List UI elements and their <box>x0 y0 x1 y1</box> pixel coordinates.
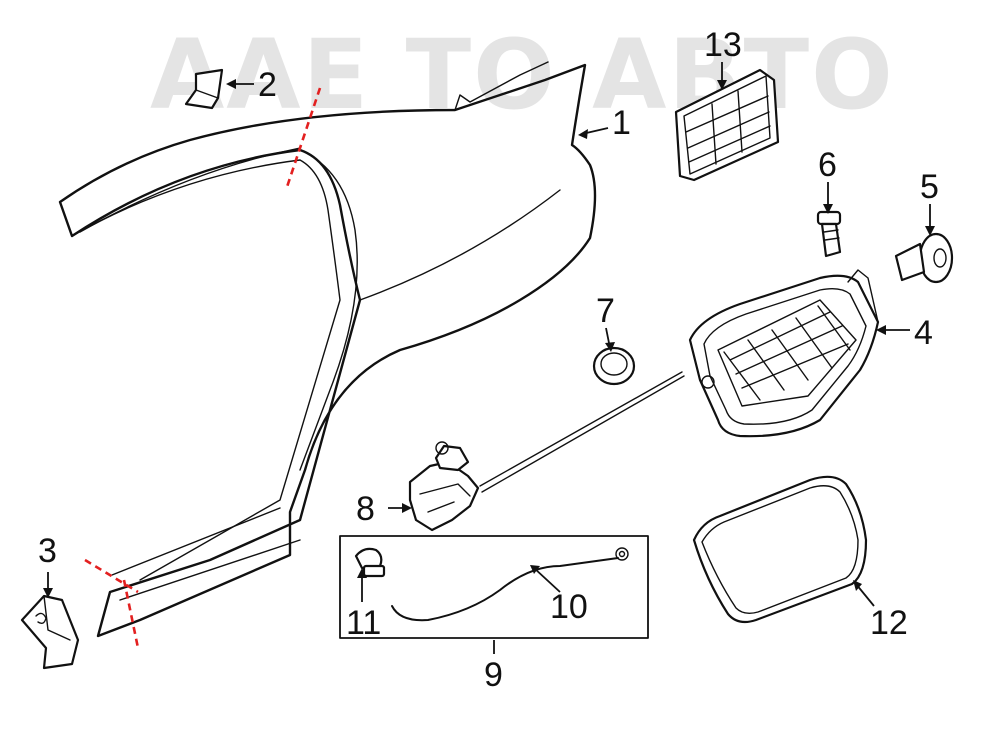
arrowhead-8 <box>402 503 412 513</box>
callout-11: 11 <box>346 604 381 642</box>
callout-8: 8 <box>356 490 375 528</box>
fuel-door-drawing <box>692 475 868 624</box>
leader-12 <box>855 583 875 607</box>
arrowhead-5 <box>925 226 935 236</box>
vent-grille-drawing <box>674 68 780 182</box>
cut-line-lower-top <box>84 558 139 594</box>
arrowhead-1 <box>578 129 588 139</box>
callout-7: 7 <box>596 292 615 330</box>
callout-1: 1 <box>612 104 631 142</box>
cut-lines <box>84 87 322 649</box>
quarter-panel-drawing <box>58 61 597 638</box>
arrowhead-12 <box>853 580 862 591</box>
callout-labels: 1 2 3 4 5 6 7 8 9 10 11 12 13 <box>38 26 939 694</box>
fuel-door-housing-drawing <box>688 269 880 438</box>
callout-12: 12 <box>870 604 908 642</box>
arrowhead-11 <box>357 568 367 578</box>
callout-5: 5 <box>920 168 939 206</box>
arrowhead-2 <box>226 79 236 89</box>
bumper-stop-drawing <box>894 232 954 284</box>
callout-10: 10 <box>550 588 588 626</box>
leader-lines <box>43 62 935 654</box>
arrowhead-6 <box>823 204 833 214</box>
clip-drawing <box>816 210 842 258</box>
callout-3: 3 <box>38 532 57 570</box>
callout-9: 9 <box>484 656 503 694</box>
leader-10 <box>533 567 561 593</box>
callout-4: 4 <box>914 314 933 352</box>
plug-drawing <box>592 346 636 386</box>
callout-6: 6 <box>818 146 837 184</box>
bracket-drawing <box>184 68 224 110</box>
callout-13: 13 <box>704 26 742 64</box>
arrowhead-4 <box>876 325 886 335</box>
arrowhead-3 <box>43 588 53 598</box>
arrowhead-7 <box>605 342 615 352</box>
arrowhead-10 <box>530 565 540 574</box>
rocker-extension-drawing <box>20 594 80 670</box>
callout-2: 2 <box>258 66 277 104</box>
release-cable-kit-drawing <box>339 535 649 639</box>
cut-line-lower-side <box>122 579 140 649</box>
arrowhead-13 <box>717 80 727 90</box>
actuator-drawing <box>408 371 685 532</box>
cut-line-upper <box>284 87 322 191</box>
